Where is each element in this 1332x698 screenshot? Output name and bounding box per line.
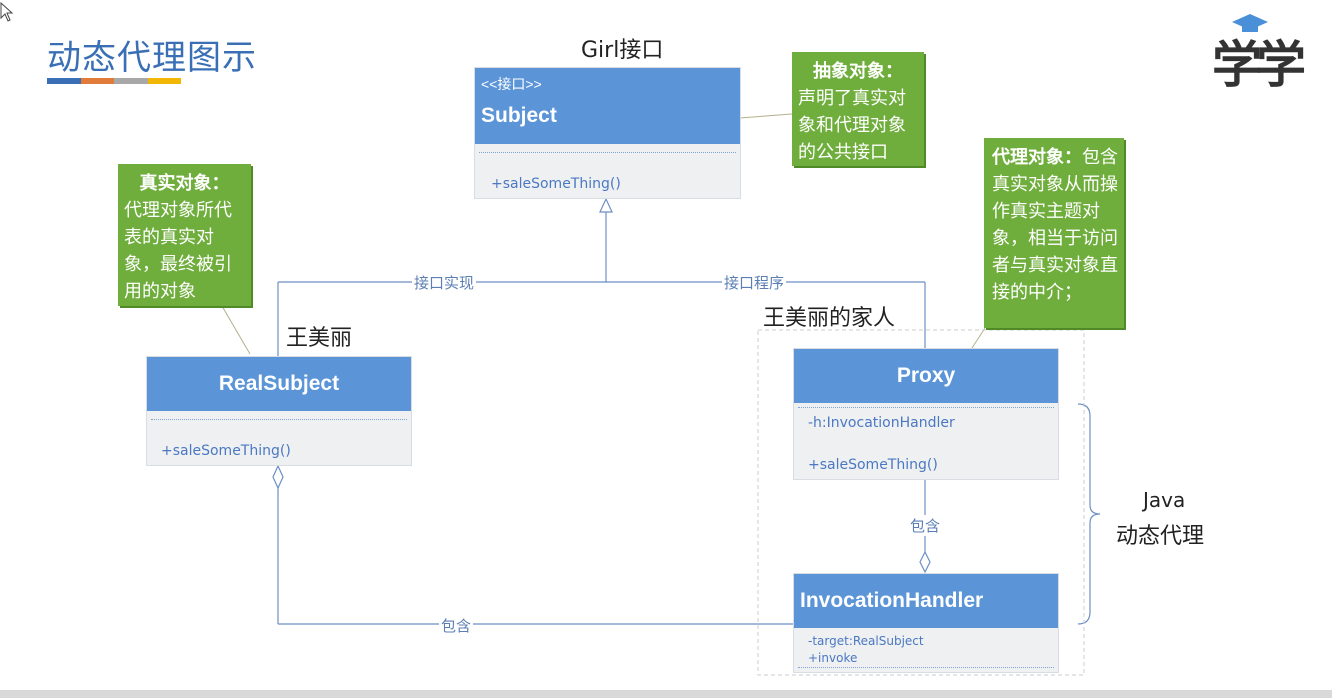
note-proxy-title: 代理对象： [992, 147, 1082, 168]
label-interface-proc: 接口程序 [722, 272, 787, 293]
note-abstract-body: 声明了真实对象和代理对象的公共接口 [798, 88, 906, 163]
dynamic-proxy-label: 动态代理 [1116, 524, 1205, 549]
page-title: 动态代理图示 [47, 38, 257, 78]
handler-method: +invoke [808, 651, 858, 665]
note-proxy-body: 包含真实对象从而操作真实主题对象，相当于访问者与真实对象直接的中介； [992, 147, 1118, 303]
note-abstract-title: 抽象对象： [813, 61, 903, 82]
bottom-bar [0, 690, 1332, 698]
note-real-title: 真实对象： [139, 173, 230, 194]
title-underline [47, 78, 181, 84]
cursor-icon [0, 2, 14, 22]
invocationhandler-name: InvocationHandler [794, 574, 1058, 628]
girl-interface-label: Girl接口 [581, 38, 664, 63]
wangmeili-label: 王美丽 [286, 326, 353, 351]
handler-field: -target:RealSubject [808, 634, 924, 648]
proxy-method: +saleSomeThing() [808, 457, 938, 473]
realsubject-method: +saleSomeThing() [161, 443, 291, 459]
proxy-class[interactable]: Proxy -h:InvocationHandler +saleSomeThin… [793, 348, 1059, 480]
subject-class[interactable]: <<接口>> Subject +saleSomeThing() [474, 67, 741, 199]
label-interface-impl: 接口实现 [412, 272, 477, 293]
invocationhandler-class[interactable]: InvocationHandler -target:RealSubject +i… [793, 573, 1059, 673]
proxy-name: Proxy [794, 349, 1058, 403]
note-abstract-object: 抽象对象： 声明了真实对象和代理对象的公共接口 [792, 52, 924, 166]
proxy-field: -h:InvocationHandler [808, 415, 955, 431]
note-real-object: 真实对象： 代理对象所代表的真实对象，最终被引用的对象 [118, 164, 251, 306]
graduation-cap-icon [1232, 14, 1268, 32]
logo: 学学 [1212, 36, 1306, 94]
label-contains-real: 包含 [439, 615, 474, 636]
family-label: 王美丽的家人 [763, 306, 896, 331]
note-proxy-object: 代理对象：包含真实对象从而操作真实主题对象，相当于访问者与真实对象直接的中介； [984, 138, 1124, 328]
java-label: Java [1143, 488, 1186, 512]
subject-stereotype: <<接口>> [481, 76, 542, 92]
realsubject-class[interactable]: RealSubject +saleSomeThing() [146, 356, 412, 466]
realsubject-name: RealSubject [147, 357, 411, 411]
label-contains-proxy: 包含 [908, 515, 943, 536]
subject-method: +saleSomeThing() [491, 176, 621, 192]
note-real-body: 代理对象所代表的真实对象，最终被引用的对象 [124, 200, 232, 302]
subject-name: Subject [481, 104, 557, 127]
